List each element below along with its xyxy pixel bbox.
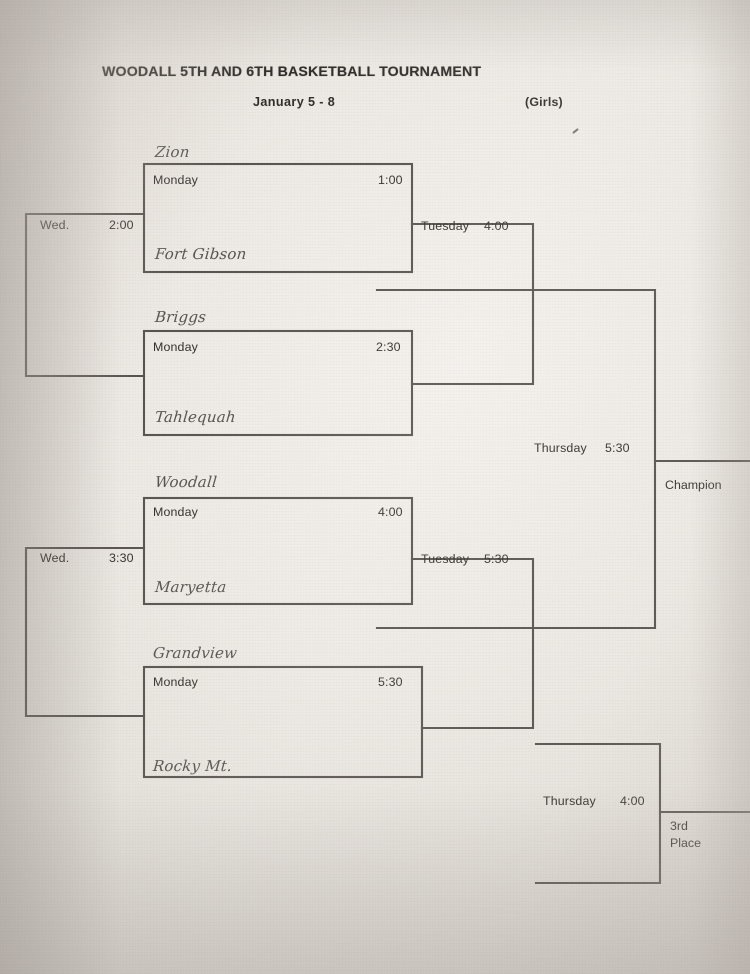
game-2-day: Monday [153,340,198,354]
team-name-rocky-mt: Rocky Mt. [152,757,233,775]
game-4-time: 5:30 [378,675,403,689]
team-name-briggs: Briggs [154,308,207,326]
championship-bracket [375,288,657,630]
tournament-dates: January 5 - 8 [253,95,336,109]
semifinal-1-day: Tuesday [421,219,470,233]
consolation-2-day: Wed. [40,551,70,565]
team-name-tahlequah: Tahlequah [154,408,237,426]
consolation-2-time: 3:30 [109,551,134,565]
game-3-day: Monday [153,505,198,519]
semifinal-1-time: 4:00 [484,219,509,233]
semifinal-bracket-1 [410,222,535,386]
team-name-woodall: Woodall [154,473,218,491]
champion-label: Champion [665,478,722,492]
team-name-fort-gibson: Fort Gibson [154,245,248,263]
consolation-bracket-2 [24,546,146,718]
final-day: Thursday [534,441,587,455]
page-title: WOODALL 5TH AND 6TH BASKETBALL TOURNAMEN… [102,64,482,80]
consolation-1-day: Wed. [40,218,70,232]
game-3-time: 4:00 [378,505,403,519]
team-name-maryetta: Maryetta [154,578,228,596]
game-4-day: Monday [153,675,198,689]
third-place-time: 4:00 [620,794,645,808]
third-place-day: Thursday [543,794,596,808]
third-place-bracket [534,742,662,885]
consolation-1-time: 2:00 [109,218,134,232]
semifinal-bracket-2 [410,557,535,730]
game-1-time: 1:00 [378,173,403,187]
team-name-zion: Zion [154,143,191,161]
semifinal-2-time: 5:30 [484,552,509,566]
game-1-day: Monday [153,173,198,187]
semifinal-2-day: Tuesday [421,552,470,566]
team-name-grandview: Grandview [152,644,238,662]
game-2-time: 2:30 [376,340,401,354]
consolation-bracket-1 [24,212,146,378]
division-label: (Girls) [525,95,563,109]
final-time: 5:30 [605,441,630,455]
third-place-label-line-1: 3rd [670,819,688,833]
third-place-label-line-2: Place [670,836,701,850]
